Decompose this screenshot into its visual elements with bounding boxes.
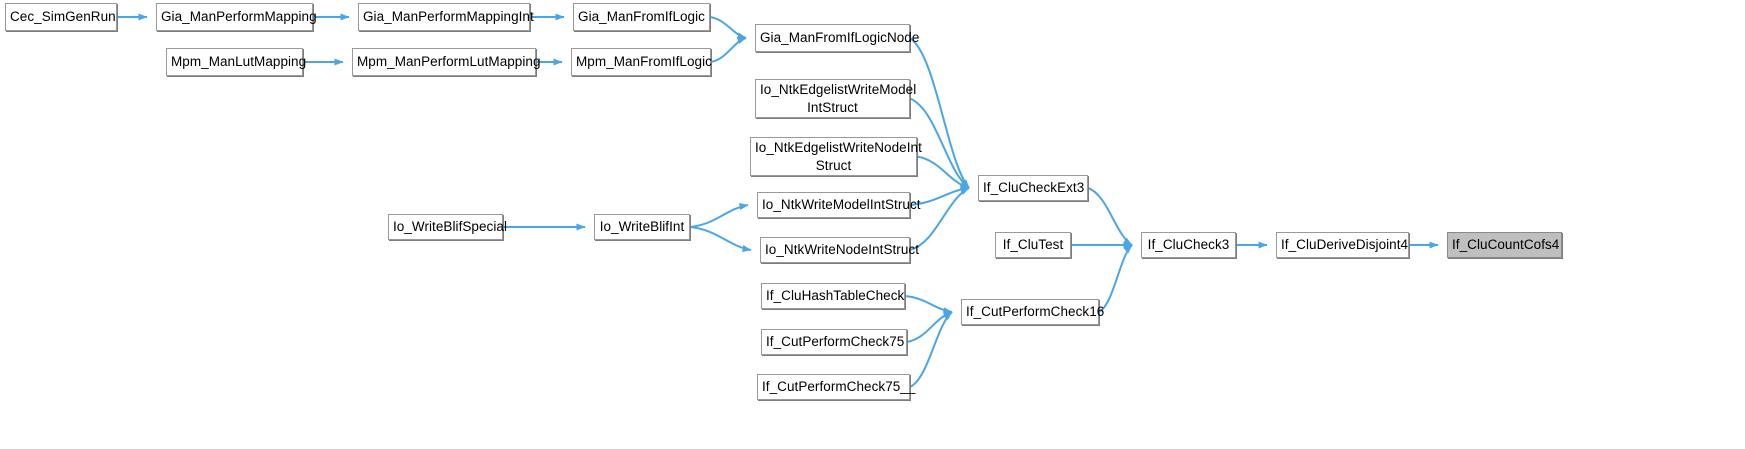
graph-node-label: Gia_ManPerformMapping bbox=[161, 9, 317, 25]
graph-node[interactable]: Gia_ManFromIfLogic bbox=[573, 3, 710, 31]
graph-node-label: Io_WriteBlifSpecial bbox=[393, 219, 507, 235]
graph-node-label: If_CluHashTableCheck bbox=[766, 288, 905, 304]
graph-node-label: Io_NtkEdgelistWriteModel IntStruct bbox=[760, 82, 917, 115]
graph-edge bbox=[916, 155, 970, 190]
graph-node[interactable]: If_CutPerformCheck75 bbox=[761, 329, 907, 355]
graph-node-label: If_CutPerformCheck75 bbox=[766, 334, 905, 350]
graph-node[interactable]: Gia_ManPerformMapping bbox=[156, 3, 317, 31]
graph-node-label: If_CluCheckExt3 bbox=[983, 180, 1085, 196]
graph-edge bbox=[904, 295, 953, 315]
graph-node-label: If_CutPerformCheck16 bbox=[966, 304, 1105, 320]
graph-edge bbox=[906, 311, 953, 343]
graph-node[interactable]: Io_NtkEdgelistWriteNodeInt Struct bbox=[750, 137, 922, 176]
graph-node[interactable]: Io_NtkWriteNodeIntStruct bbox=[760, 237, 920, 263]
graph-node-label: Gia_ManFromIfLogicNode bbox=[760, 30, 920, 46]
graph-node[interactable]: If_CluCheck3 bbox=[1141, 232, 1236, 258]
graph-edge bbox=[1087, 187, 1133, 246]
graph-node[interactable]: Cec_SimGenRun bbox=[5, 3, 117, 31]
graph-node[interactable]: Io_NtkEdgelistWriteModel IntStruct bbox=[755, 79, 917, 118]
graph-edge bbox=[689, 203, 749, 228]
graph-node[interactable]: If_CluHashTableCheck bbox=[761, 283, 905, 309]
graph-node[interactable]: Mpm_ManLutMapping bbox=[166, 48, 307, 76]
graph-node[interactable]: Gia_ManPerformMappingInt bbox=[358, 3, 534, 31]
graph-node-label: Io_NtkWriteNodeIntStruct bbox=[765, 242, 920, 258]
graph-node-label: Mpm_ManLutMapping bbox=[171, 54, 307, 70]
graph-node[interactable]: If_CluCheckExt3 bbox=[978, 175, 1088, 201]
graph-node[interactable]: If_CluCountCofs4 bbox=[1447, 232, 1562, 258]
graph-node[interactable]: If_CluTest bbox=[995, 232, 1071, 258]
graph-node[interactable]: Mpm_ManFromIfLogic bbox=[571, 48, 712, 76]
graph-node-label: Io_NtkEdgelistWriteNodeInt Struct bbox=[755, 140, 922, 173]
graph-node-label: Io_WriteBlifInt bbox=[599, 219, 685, 235]
graph-node-label: If_CutPerformCheck75__ bbox=[762, 379, 916, 395]
graph-edge bbox=[689, 226, 752, 252]
graph-node-label: If_CluTest bbox=[1002, 237, 1064, 253]
graph-node-label: Gia_ManFromIfLogic bbox=[578, 9, 705, 25]
graph-node[interactable]: Io_NtkWriteModelIntStruct bbox=[757, 192, 921, 218]
graph-node[interactable]: If_CutPerformCheck16 bbox=[961, 299, 1105, 325]
graph-edge bbox=[909, 37, 970, 189]
graph-node-label: Gia_ManPerformMappingInt bbox=[363, 9, 534, 25]
graph-node[interactable]: Mpm_ManPerformLutMapping bbox=[352, 48, 541, 76]
graph-edge bbox=[1098, 244, 1133, 313]
graph-node[interactable]: Gia_ManFromIfLogicNode bbox=[755, 24, 920, 52]
graph-node-label: Mpm_ManPerformLutMapping bbox=[357, 54, 541, 70]
graph-node[interactable]: If_CluDeriveDisjoint4 bbox=[1276, 232, 1409, 258]
graph-node-label: Cec_SimGenRun bbox=[10, 9, 116, 25]
graph-edge bbox=[710, 37, 747, 63]
graph-node-label: If_CluCountCofs4 bbox=[1452, 237, 1560, 253]
graph-node-label: Io_NtkWriteModelIntStruct bbox=[762, 197, 921, 213]
graph-node-label: If_CluCheck3 bbox=[1147, 237, 1230, 253]
graph-node[interactable]: Io_WriteBlifInt bbox=[594, 214, 690, 240]
graph-edge bbox=[909, 311, 953, 388]
graph-node-label: Mpm_ManFromIfLogic bbox=[576, 54, 712, 70]
graph-node[interactable]: If_CutPerformCheck75__ bbox=[757, 374, 916, 400]
graph-node-label: If_CluDeriveDisjoint4 bbox=[1281, 237, 1409, 253]
graph-node[interactable]: Io_WriteBlifSpecial bbox=[388, 214, 507, 240]
graph-edge bbox=[709, 16, 747, 40]
